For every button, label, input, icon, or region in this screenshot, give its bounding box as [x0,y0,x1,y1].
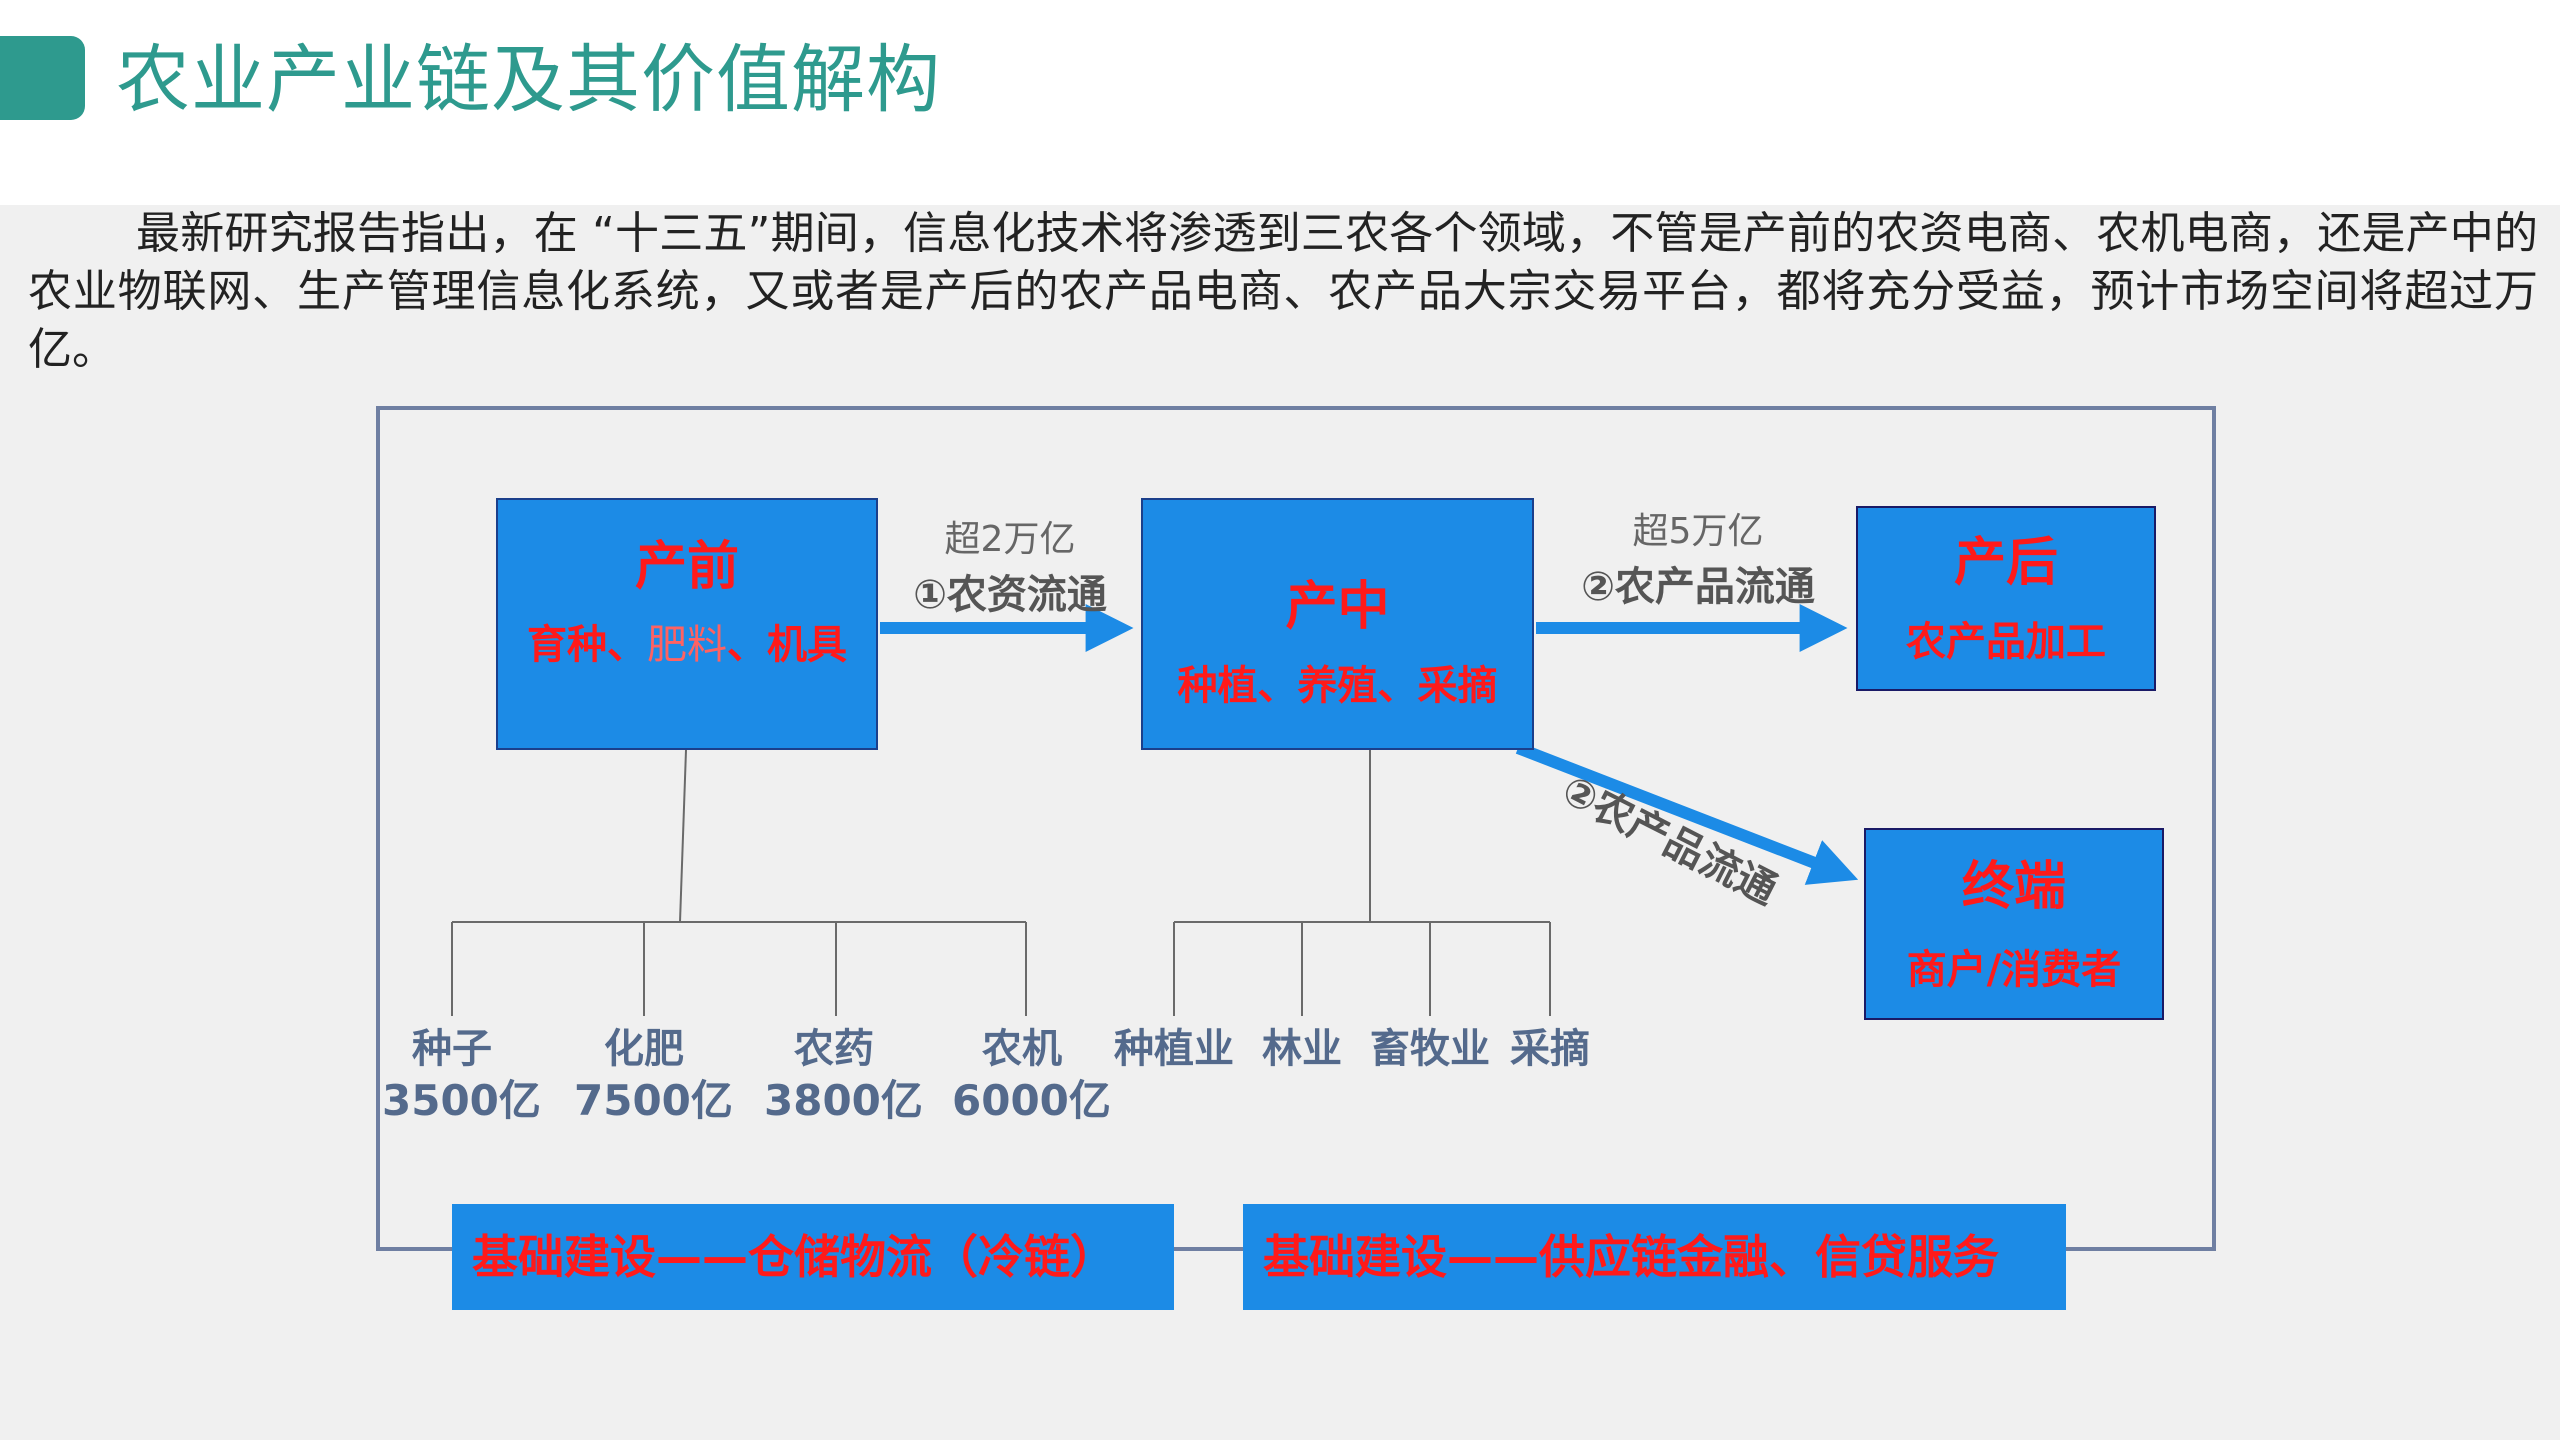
pre-child-fertilizer: 化肥 7500亿 [574,1024,733,1128]
slide-title: 农业产业链及其价值解构 [116,37,941,123]
post-production-box: 产后 农产品加工 [1856,506,2156,691]
pre-child-name: 农机 [982,1026,1062,1072]
pre-child-seed: 种子 3500亿 [382,1024,541,1128]
mid-child-name: 林业 [1262,1026,1342,1072]
pre-child-machinery: 农机 6000亿 [952,1024,1111,1128]
pre-desc-part-c: 、机具 [727,622,847,668]
intro-paragraph: 最新研究报告指出，在 “十三五”期间，信息化技术将渗透到三农各个领域，不管是产前… [28,208,2538,375]
pre-child-amount: 6000亿 [952,1076,1111,1125]
title-accent-block [0,36,85,120]
terminal-box: 终端 商户/消费者 [1864,828,2164,1020]
mid-child-name: 采摘 [1510,1026,1590,1072]
mid-child-forestry: 林业 [1244,1024,1360,1074]
mid-production-box: 产中 种植、养殖、采摘 [1141,498,1534,750]
mid-child-name: 畜牧业 [1370,1026,1490,1072]
mid-child-name: 种植业 [1114,1026,1234,1072]
base-logistics-box: 基础建设——仓储物流（冷链） [452,1204,1174,1310]
pre-child-name: 化肥 [604,1026,684,1072]
pre-production-desc: 育种、肥料、机具 [498,603,876,687]
pre-tree-connector [451,749,1027,1016]
pre-production-box: 产前 育种、肥料、机具 [496,498,878,750]
pre-child-amount: 7500亿 [574,1076,733,1125]
mid-child-planting: 种植业 [1104,1024,1244,1074]
pre-production-title: 产前 [634,537,739,597]
product-flow-amount: 超5万亿 [1632,511,1764,552]
product-flow-route: ②农产品流通 [1581,564,1815,610]
input-flow-route: ①农资流通 [913,572,1107,618]
arrow-product-flow-end [1515,742,1859,885]
pre-desc-part-b: 肥料 [647,622,727,668]
terminal-desc: 商户/消费者 [1906,947,2122,993]
post-production-desc: 农产品加工 [1906,619,2106,665]
mid-production-title: 产中 [1285,577,1390,637]
input-flow-amount: 超2万亿 [944,519,1076,560]
pre-desc-part-a: 育种、 [527,622,647,668]
pre-child-name: 种子 [412,1026,492,1072]
pre-child-name: 农药 [794,1026,874,1072]
terminal-title: 终端 [1961,857,2066,917]
post-production-title: 产后 [1953,533,2058,593]
title-bar: 农业产业链及其价值解构 [0,0,2560,205]
base-finance-box: 基础建设——供应链金融、信贷服务 [1243,1204,2066,1310]
input-flow-label: 超2万亿 ①农资流通 [888,510,1132,620]
pre-child-pesticide: 农药 3800亿 [764,1024,923,1128]
product-flow-label: 超5万亿 ②农产品流通 [1560,502,1836,612]
mid-child-livestock: 畜牧业 [1360,1024,1500,1074]
pre-child-amount: 3500亿 [382,1076,541,1125]
pre-child-amount: 3800亿 [764,1076,923,1125]
mid-tree-connector [1173,750,1551,1016]
mid-child-picking: 采摘 [1494,1024,1606,1074]
mid-production-desc: 种植、养殖、采摘 [1177,663,1498,709]
